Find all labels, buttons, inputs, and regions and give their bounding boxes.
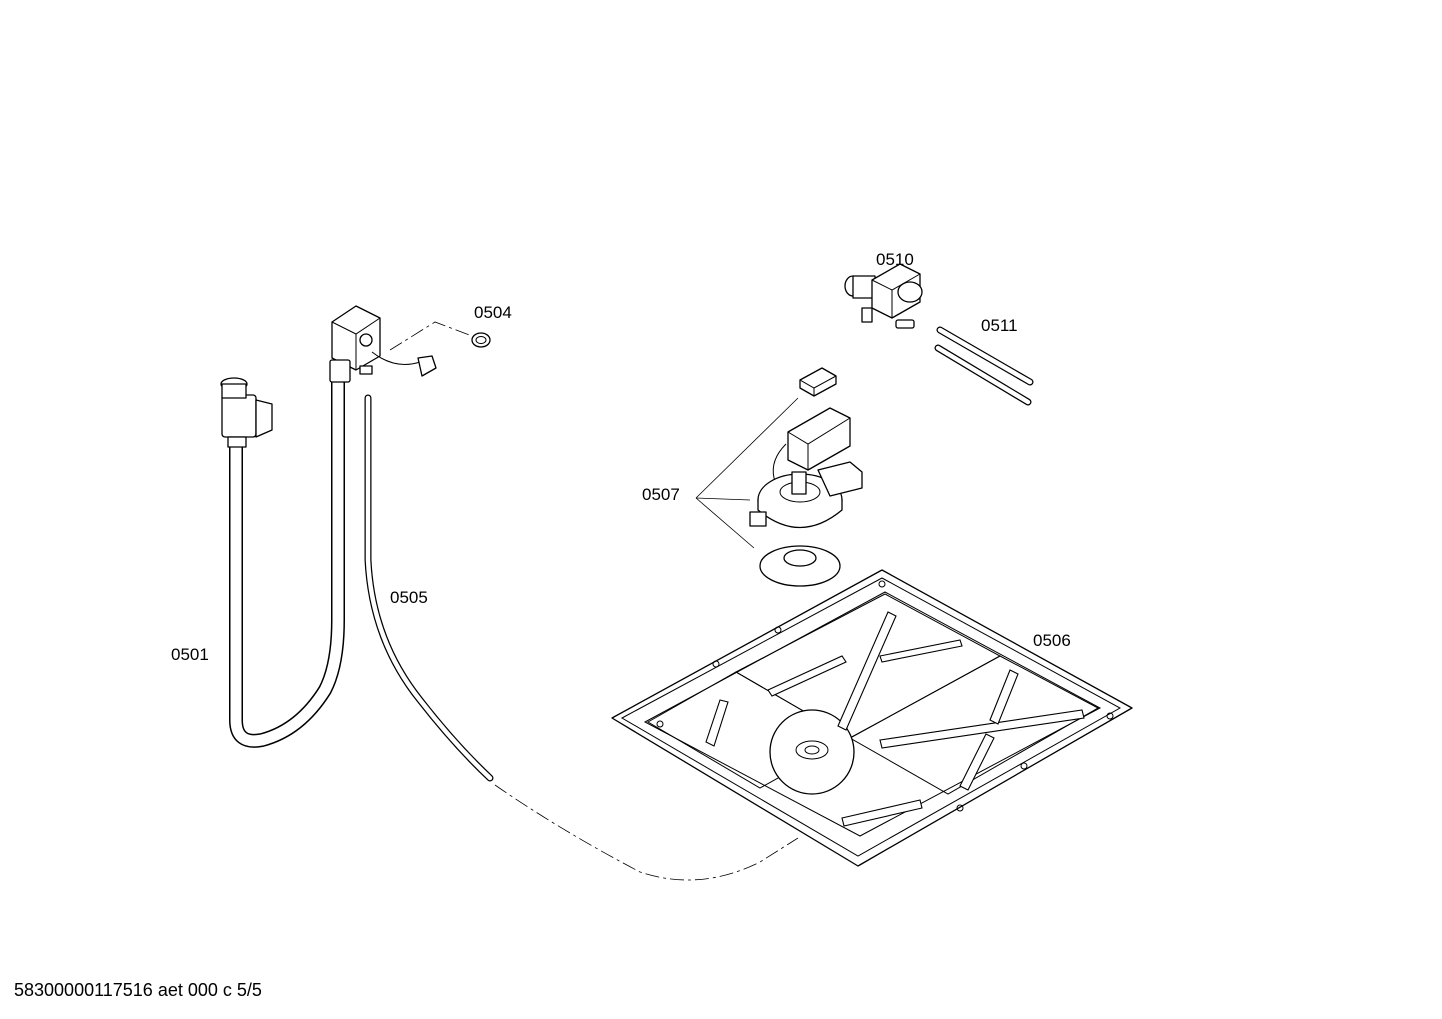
part-0506-base-plate bbox=[611, 569, 1133, 867]
part-0501-inlet-hose bbox=[220, 305, 437, 748]
label-0505: 0505 bbox=[390, 588, 428, 607]
part-0505-drain-tube bbox=[364, 394, 799, 881]
label-0510: 0510 bbox=[876, 250, 914, 269]
part-0511-tubes bbox=[934, 326, 1034, 406]
label-0501: 0501 bbox=[171, 645, 209, 664]
label-0506: 0506 bbox=[1033, 631, 1071, 650]
label-0504: 0504 bbox=[474, 303, 512, 322]
part-0504-o-ring bbox=[389, 321, 491, 351]
part-0507-float-assembly bbox=[695, 367, 863, 587]
part-0510-valve bbox=[844, 263, 923, 329]
label-0507: 0507 bbox=[642, 485, 680, 504]
label-0511: 0511 bbox=[981, 316, 1018, 335]
document-code: 58300000117516 aet 000 c 5/5 bbox=[14, 980, 262, 1000]
